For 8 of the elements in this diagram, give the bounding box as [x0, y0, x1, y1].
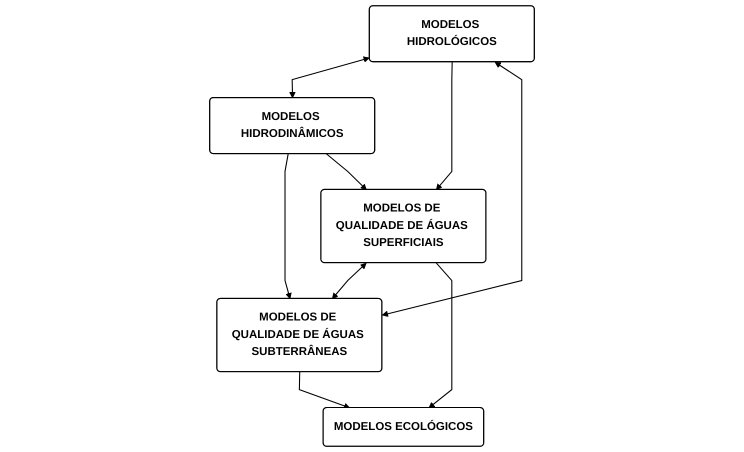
arrow: [332, 262, 367, 300]
arrow: [428, 262, 452, 408]
arrow: [436, 62, 453, 190]
arrow: [382, 62, 522, 317]
arrow: [298, 372, 350, 409]
arrow: [284, 154, 292, 300]
arrow: [289, 56, 370, 98]
arrow: [326, 153, 367, 190]
